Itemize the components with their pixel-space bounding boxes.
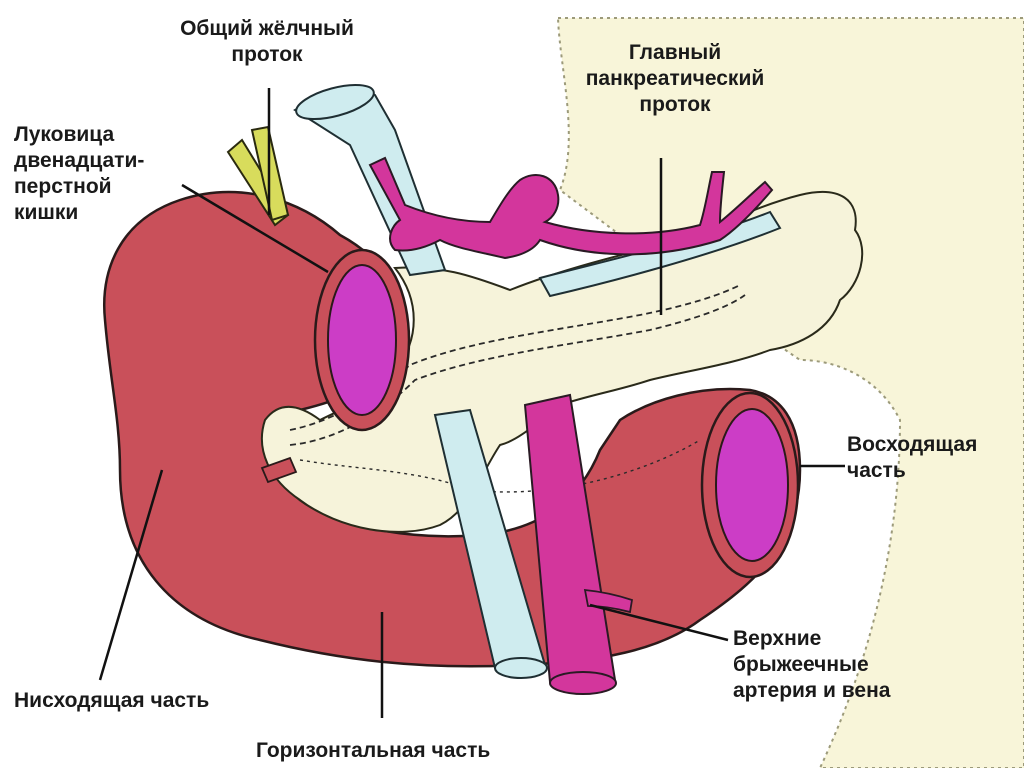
pancreatic-duct-inner bbox=[289, 294, 746, 446]
label-mesenteric-line1: Верхние bbox=[733, 627, 822, 650]
label-ascending-line2: часть bbox=[847, 459, 906, 482]
label-duodenal-bulb-line3: перстной bbox=[14, 175, 112, 198]
mesenteric-artery-end bbox=[549, 671, 617, 695]
portal-vein-end bbox=[295, 83, 375, 121]
label-bile-duct-line2: проток bbox=[231, 43, 303, 66]
liver-region bbox=[556, 17, 1024, 768]
label-bile-duct: Общий жёлчный проток bbox=[148, 16, 386, 68]
label-ascending-line1: Восходящая bbox=[847, 433, 978, 456]
pancreatic-duct bbox=[289, 284, 741, 431]
label-duodenal-bulb-line4: кишки bbox=[14, 201, 79, 224]
label-duodenal-bulb-line2: двенадцати- bbox=[14, 149, 145, 172]
accessory-duct-stub bbox=[260, 456, 298, 484]
label-descending-text: Нисходящая часть bbox=[14, 689, 210, 712]
celiac-artery-tree bbox=[368, 156, 774, 260]
leader-descending bbox=[98, 469, 164, 681]
ascending-part-lumen bbox=[715, 408, 789, 562]
label-duodenal-bulb: Луковица двенадцати- перстной кишки bbox=[14, 122, 144, 226]
label-pancreatic-duct-line1: Главный bbox=[628, 41, 722, 64]
label-duodenal-bulb-line1: Луковица bbox=[14, 123, 115, 146]
label-mesenteric: Верхние брыжеечные артерия и вена bbox=[733, 626, 890, 704]
label-ascending: Восходящая часть bbox=[847, 432, 977, 484]
duodenal-bulb-lumen bbox=[327, 264, 397, 416]
label-pancreatic-duct-line2: панкреатический bbox=[585, 67, 765, 90]
label-descending: Нисходящая часть bbox=[14, 688, 209, 714]
label-bile-duct-line1: Общий жёлчный bbox=[180, 17, 354, 40]
label-horizontal-text: Горизонтальная часть bbox=[256, 739, 491, 762]
leader-lines bbox=[98, 88, 845, 718]
label-mesenteric-line2: брыжеечные bbox=[733, 653, 869, 676]
leader-mesenteric bbox=[589, 603, 729, 642]
label-horizontal: Горизонтальная часть bbox=[256, 738, 490, 764]
label-mesenteric-line3: артерия и вена bbox=[733, 679, 891, 702]
label-pancreatic-duct: Главный панкреатический проток bbox=[560, 40, 790, 118]
mesenteric-vein-end bbox=[494, 657, 548, 679]
leader-duodenal-bulb bbox=[181, 183, 329, 274]
label-pancreatic-duct-line3: проток bbox=[639, 93, 711, 116]
